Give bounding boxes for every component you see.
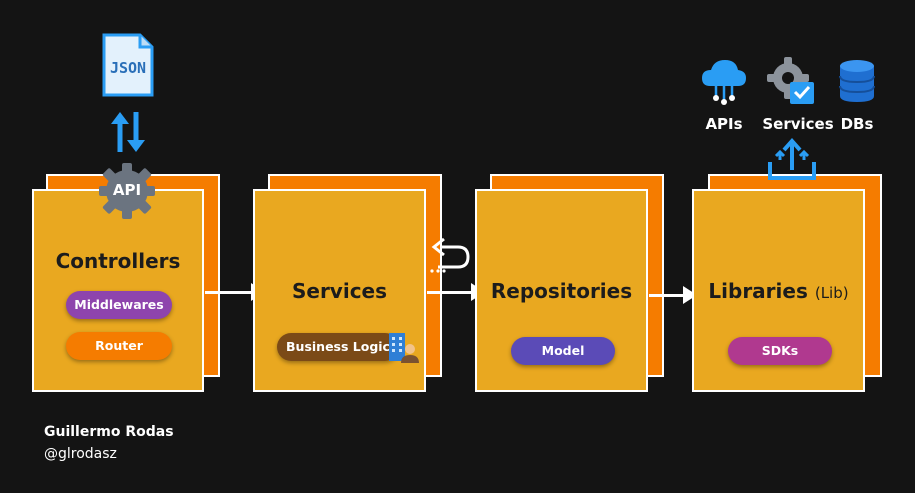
dbs-label: DBs (840, 115, 874, 133)
author-name: Guillermo Rodas (44, 424, 174, 440)
apis-label: APIs (705, 115, 743, 133)
libraries-card: Libraries (Lib) SDKs (692, 189, 865, 392)
repositories-title: Repositories (490, 279, 633, 303)
arrow-services-to-repositories (427, 291, 473, 294)
export-upload-icon (766, 137, 818, 182)
controllers-title: Controllers (55, 249, 181, 273)
libraries-title: Libraries (Lib) (694, 279, 863, 303)
libraries-title-text: Libraries (708, 279, 808, 303)
services-ext-label: Services (762, 115, 834, 133)
sdks-pill: SDKs (728, 337, 832, 365)
loop-back-arrow-icon (428, 235, 474, 275)
arrow-repositories-to-libraries (649, 294, 685, 297)
database-icon (838, 58, 876, 104)
cloud-api-icon (700, 56, 748, 106)
libraries-subtitle: (Lib) (814, 284, 849, 302)
request-response-arrows-icon (108, 110, 148, 154)
gear-service-icon (766, 56, 816, 106)
repositories-card: Repositories Model (475, 189, 648, 392)
router-pill: Router (66, 332, 172, 360)
api-label: API (112, 181, 142, 199)
json-file-icon: JSON (102, 33, 154, 97)
business-person-icon (387, 329, 419, 363)
model-pill: Model (511, 337, 615, 365)
author-handle: @glrodasz (44, 446, 117, 462)
controllers-card: Controllers Middlewares Router (32, 189, 204, 392)
services-title: Services (291, 279, 388, 303)
arrow-controllers-to-services (205, 291, 253, 294)
middlewares-pill: Middlewares (66, 291, 172, 319)
json-label: JSON (109, 59, 147, 77)
business-logic-pill: Business Logic (277, 333, 399, 361)
services-card: Services Business Logic (253, 189, 426, 392)
api-gear-icon: API (96, 160, 158, 222)
